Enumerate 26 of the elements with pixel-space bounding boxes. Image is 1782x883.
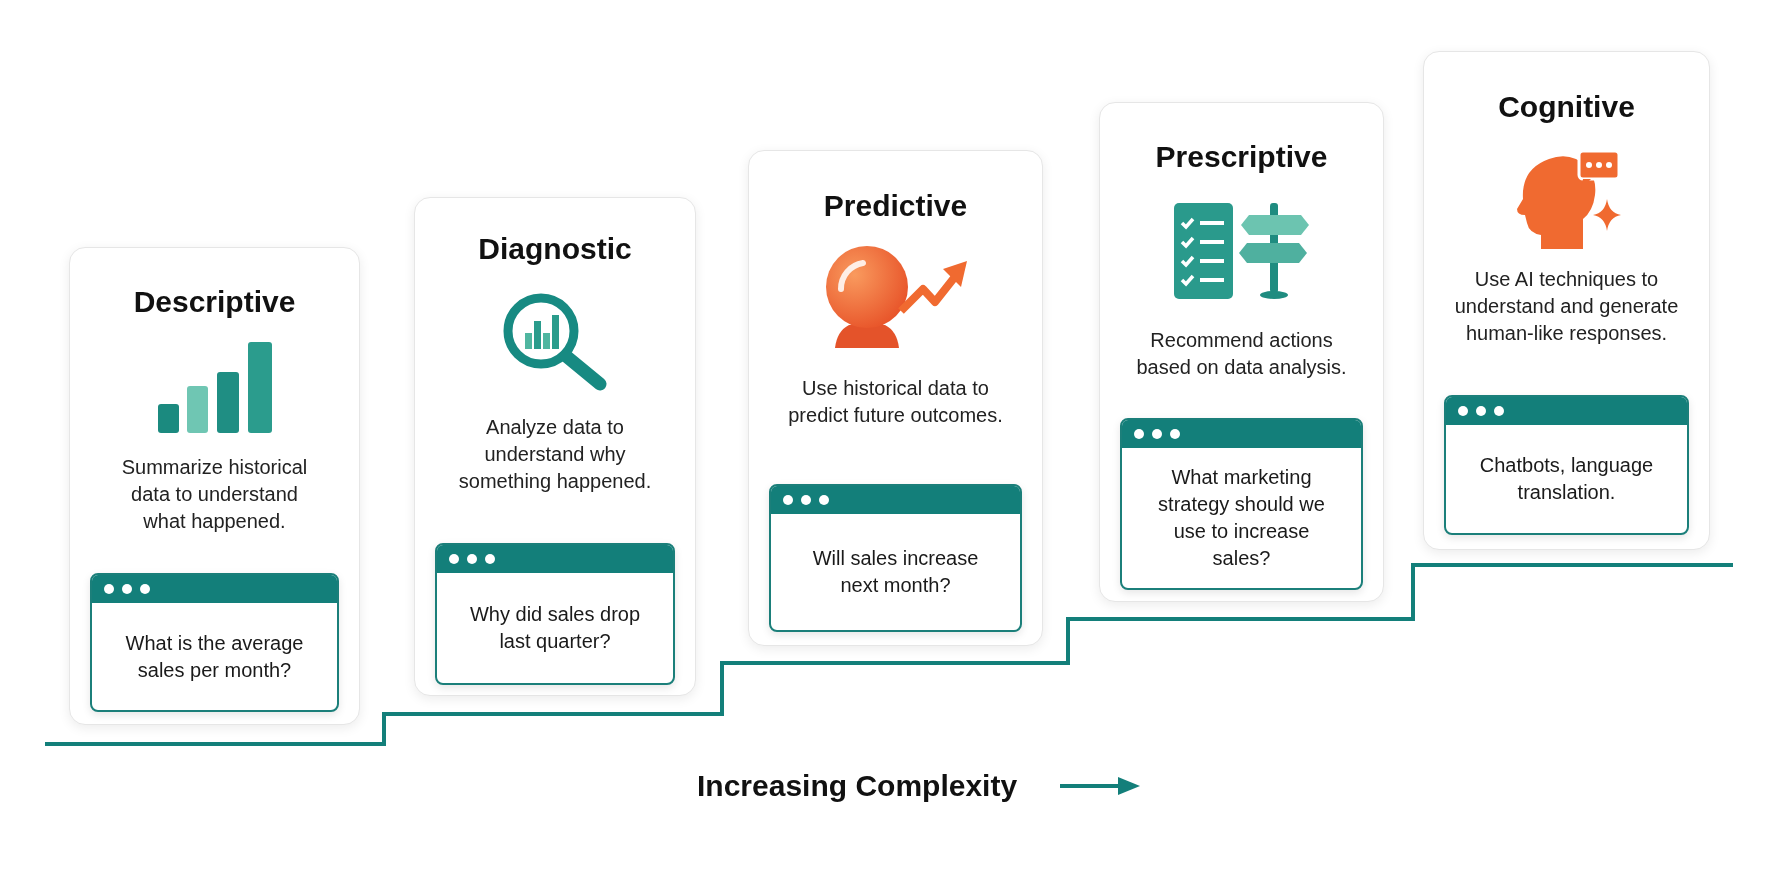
- question-text: Will sales increase next month?: [811, 546, 980, 598]
- stage-card: [748, 150, 1043, 646]
- question-text: What marketing strategy should we use to increase sales?: [1157, 465, 1326, 571]
- complexity-label: Increasing Complexity: [697, 768, 1018, 804]
- stage-card: [414, 197, 696, 696]
- example-window: [1120, 418, 1363, 590]
- stage-title: Diagnostic: [478, 231, 632, 267]
- stage-title: Prescriptive: [1155, 139, 1328, 175]
- stage-title: Cognitive: [1498, 89, 1635, 125]
- example-window: [1444, 395, 1689, 535]
- question-text: Why did sales drop last quarter?: [468, 602, 642, 654]
- example-window: [435, 543, 675, 685]
- stage-card: [1099, 102, 1384, 602]
- stage-card: [69, 247, 360, 725]
- description-text: Recommend actions based on data analysis.: [1135, 328, 1348, 380]
- question-text: Chatbots, language translation.: [1478, 453, 1655, 505]
- question-text: What is the average sales per month?: [124, 630, 305, 683]
- stage-title: Predictive: [823, 188, 968, 224]
- description-text: Use historical data to predict future outcomes.: [787, 376, 1004, 428]
- stage-title: Descriptive: [133, 284, 296, 320]
- description-text: Analyze data to understand why something happened.: [457, 415, 653, 494]
- stage-card: [1423, 51, 1710, 550]
- description-text: Use AI techniques to understand and generate human-like responses.: [1453, 267, 1680, 346]
- example-window: [90, 573, 339, 712]
- example-window: [769, 484, 1022, 632]
- description-text: Summarize historical data to understand what happened.: [120, 455, 309, 534]
